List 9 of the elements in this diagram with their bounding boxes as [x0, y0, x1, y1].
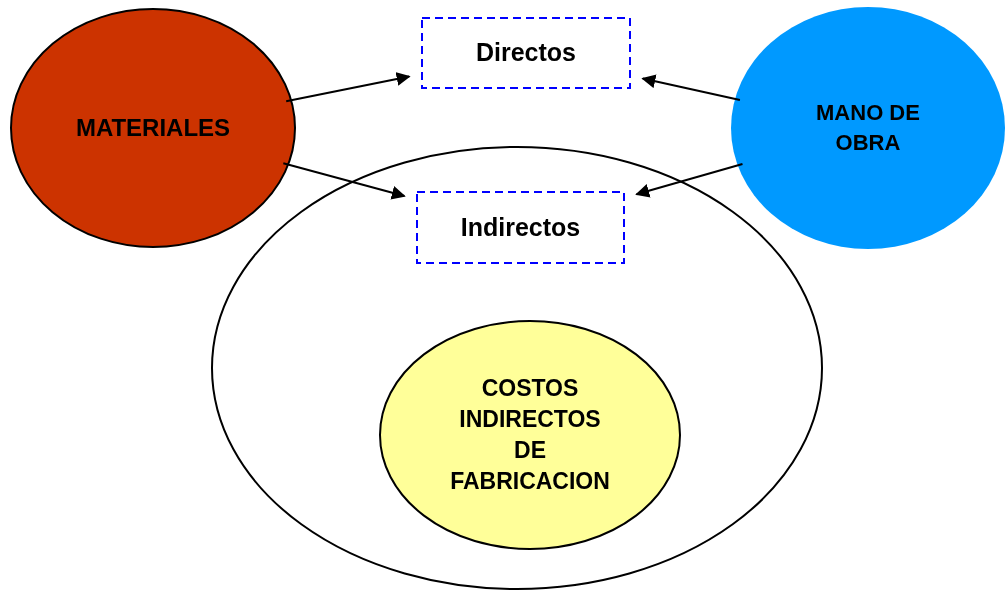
node-label: COSTOS INDIRECTOS DE FABRICACION: [449, 373, 611, 497]
arrow: [282, 162, 406, 200]
arrow: [635, 162, 744, 198]
node-label: Indirectos: [460, 211, 581, 243]
node-label: MANO DE OBRA: [815, 99, 921, 157]
arrow: [285, 72, 411, 103]
node-label: Directos: [475, 37, 576, 69]
node-label: MATERIALES: [75, 112, 231, 143]
arrow: [641, 74, 741, 101]
